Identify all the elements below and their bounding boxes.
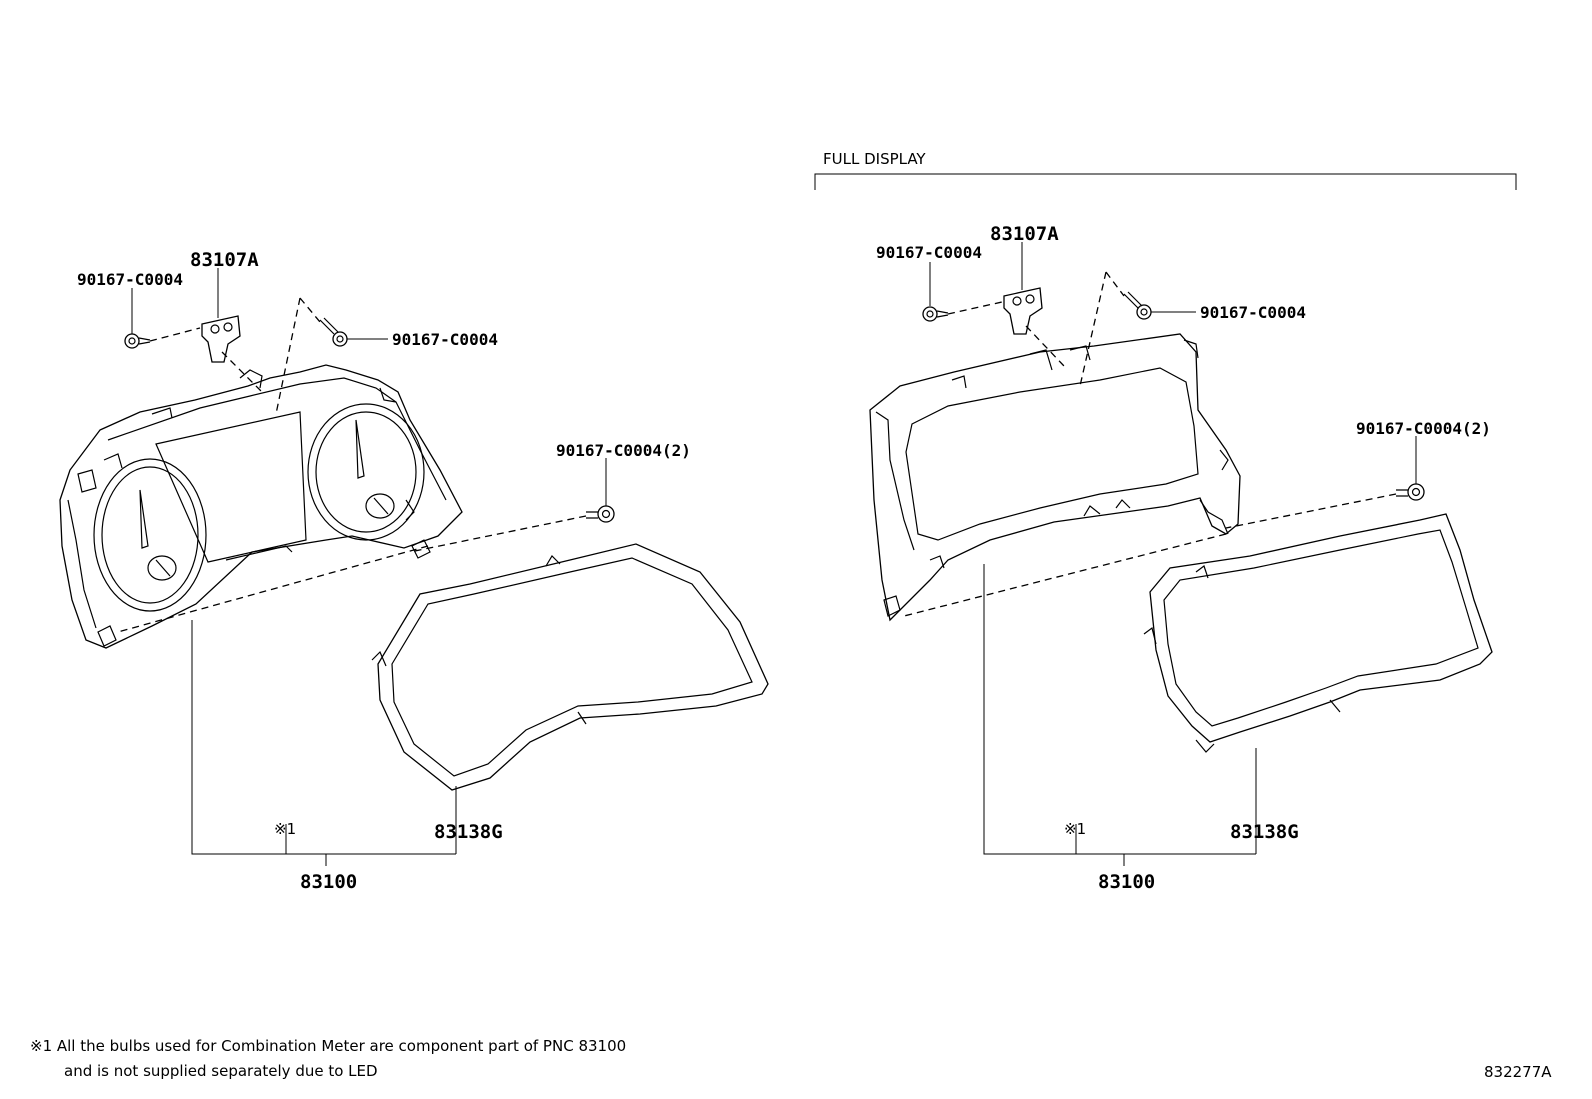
left-lens-cover[interactable]: [371, 543, 769, 791]
left-dash-vee: [275, 297, 321, 415]
left-label-assembly: 83100: [300, 871, 357, 893]
right-assembly: [814, 173, 1517, 866]
right-screw-top-right[interactable]: [1123, 291, 1152, 320]
right-lens-cover[interactable]: [1143, 513, 1493, 753]
right-label-bracket: 83107A: [990, 223, 1059, 245]
right-assembly-bracket-line: [983, 564, 1256, 866]
left-label-bracket: 83107A: [190, 249, 259, 271]
footnote-line-2: and is not supplied separately due to LE…: [64, 1062, 378, 1080]
left-label-screw-top-left: 90167-C0004: [77, 270, 183, 289]
right-dash-screw-right: [1225, 493, 1397, 529]
figure-code: 832277A: [1484, 1063, 1552, 1081]
right-label-assembly: 83100: [1098, 871, 1155, 893]
left-screw-top-left[interactable]: [124, 333, 151, 349]
full-display-bracket: [814, 173, 1517, 190]
left-meter-housing[interactable]: [59, 364, 463, 649]
right-screw-right[interactable]: [1396, 483, 1425, 501]
left-screw-top-right[interactable]: [319, 317, 348, 347]
left-dash-screw-right: [409, 515, 587, 553]
right-dash-bracket-housing: [1025, 325, 1065, 367]
right-bracket[interactable]: [1003, 287, 1043, 335]
left-dash-screw-bracket: [149, 327, 201, 342]
left-dash-lower: [117, 545, 429, 633]
left-assembly-bracket-line: [191, 620, 456, 866]
right-dash-lower: [903, 533, 1227, 617]
right-dash-vee: [1079, 271, 1125, 387]
left-label-screw-right: 90167-C0004(2): [556, 441, 691, 460]
left-label-mark: ※1: [274, 820, 296, 838]
left-assembly: [59, 268, 769, 866]
left-screw-right[interactable]: [586, 505, 615, 523]
right-label-screw-top-right: 90167-C0004: [1200, 303, 1306, 322]
right-screw-top-left[interactable]: [922, 306, 949, 322]
left-label-screw-top-right: 90167-C0004: [392, 330, 498, 349]
right-dash-screw-bracket: [947, 301, 1003, 315]
right-label-mark: ※1: [1064, 820, 1086, 838]
right-meter-housing[interactable]: [869, 333, 1241, 622]
left-bracket[interactable]: [201, 315, 241, 363]
right-label-lens: 83138G: [1230, 821, 1299, 843]
full-display-label: FULL DISPLAY: [823, 150, 926, 168]
right-label-screw-right: 90167-C0004(2): [1356, 419, 1491, 438]
left-dash-bracket-housing: [221, 351, 263, 393]
left-label-lens: 83138G: [434, 821, 503, 843]
right-label-screw-top-left: 90167-C0004: [876, 243, 982, 262]
footnote-line-1: ※1 All the bulbs used for Combination Me…: [30, 1037, 626, 1055]
